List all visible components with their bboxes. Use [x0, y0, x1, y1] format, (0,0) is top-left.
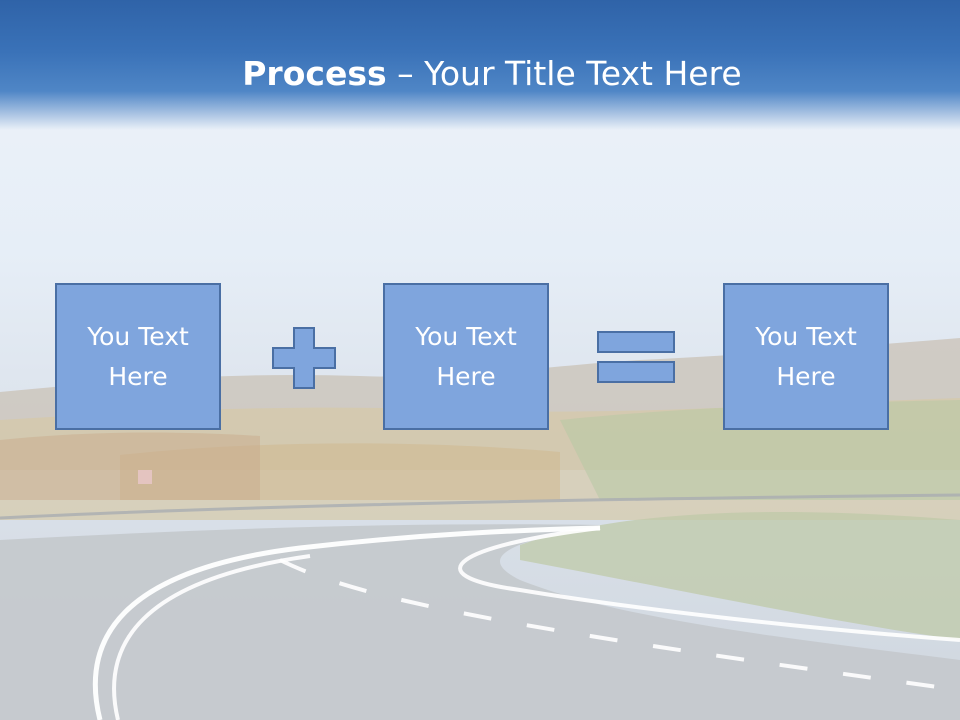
slide-title: Process – Your Title Text Here: [0, 52, 960, 96]
process-box-3-text: You Text Here: [755, 321, 857, 391]
title-bar: [0, 0, 960, 130]
process-box-1-text: You Text Here: [87, 321, 189, 391]
process-box-1[interactable]: You Text Here: [55, 283, 221, 430]
process-box-3[interactable]: You Text Here: [723, 283, 889, 430]
process-box-2-text: You Text Here: [415, 321, 517, 391]
plus-icon: [272, 327, 336, 389]
equals-icon: [597, 331, 675, 383]
title-bold: Process: [242, 54, 387, 93]
process-box-2[interactable]: You Text Here: [383, 283, 549, 430]
title-rest: – Your Title Text Here: [386, 54, 742, 93]
